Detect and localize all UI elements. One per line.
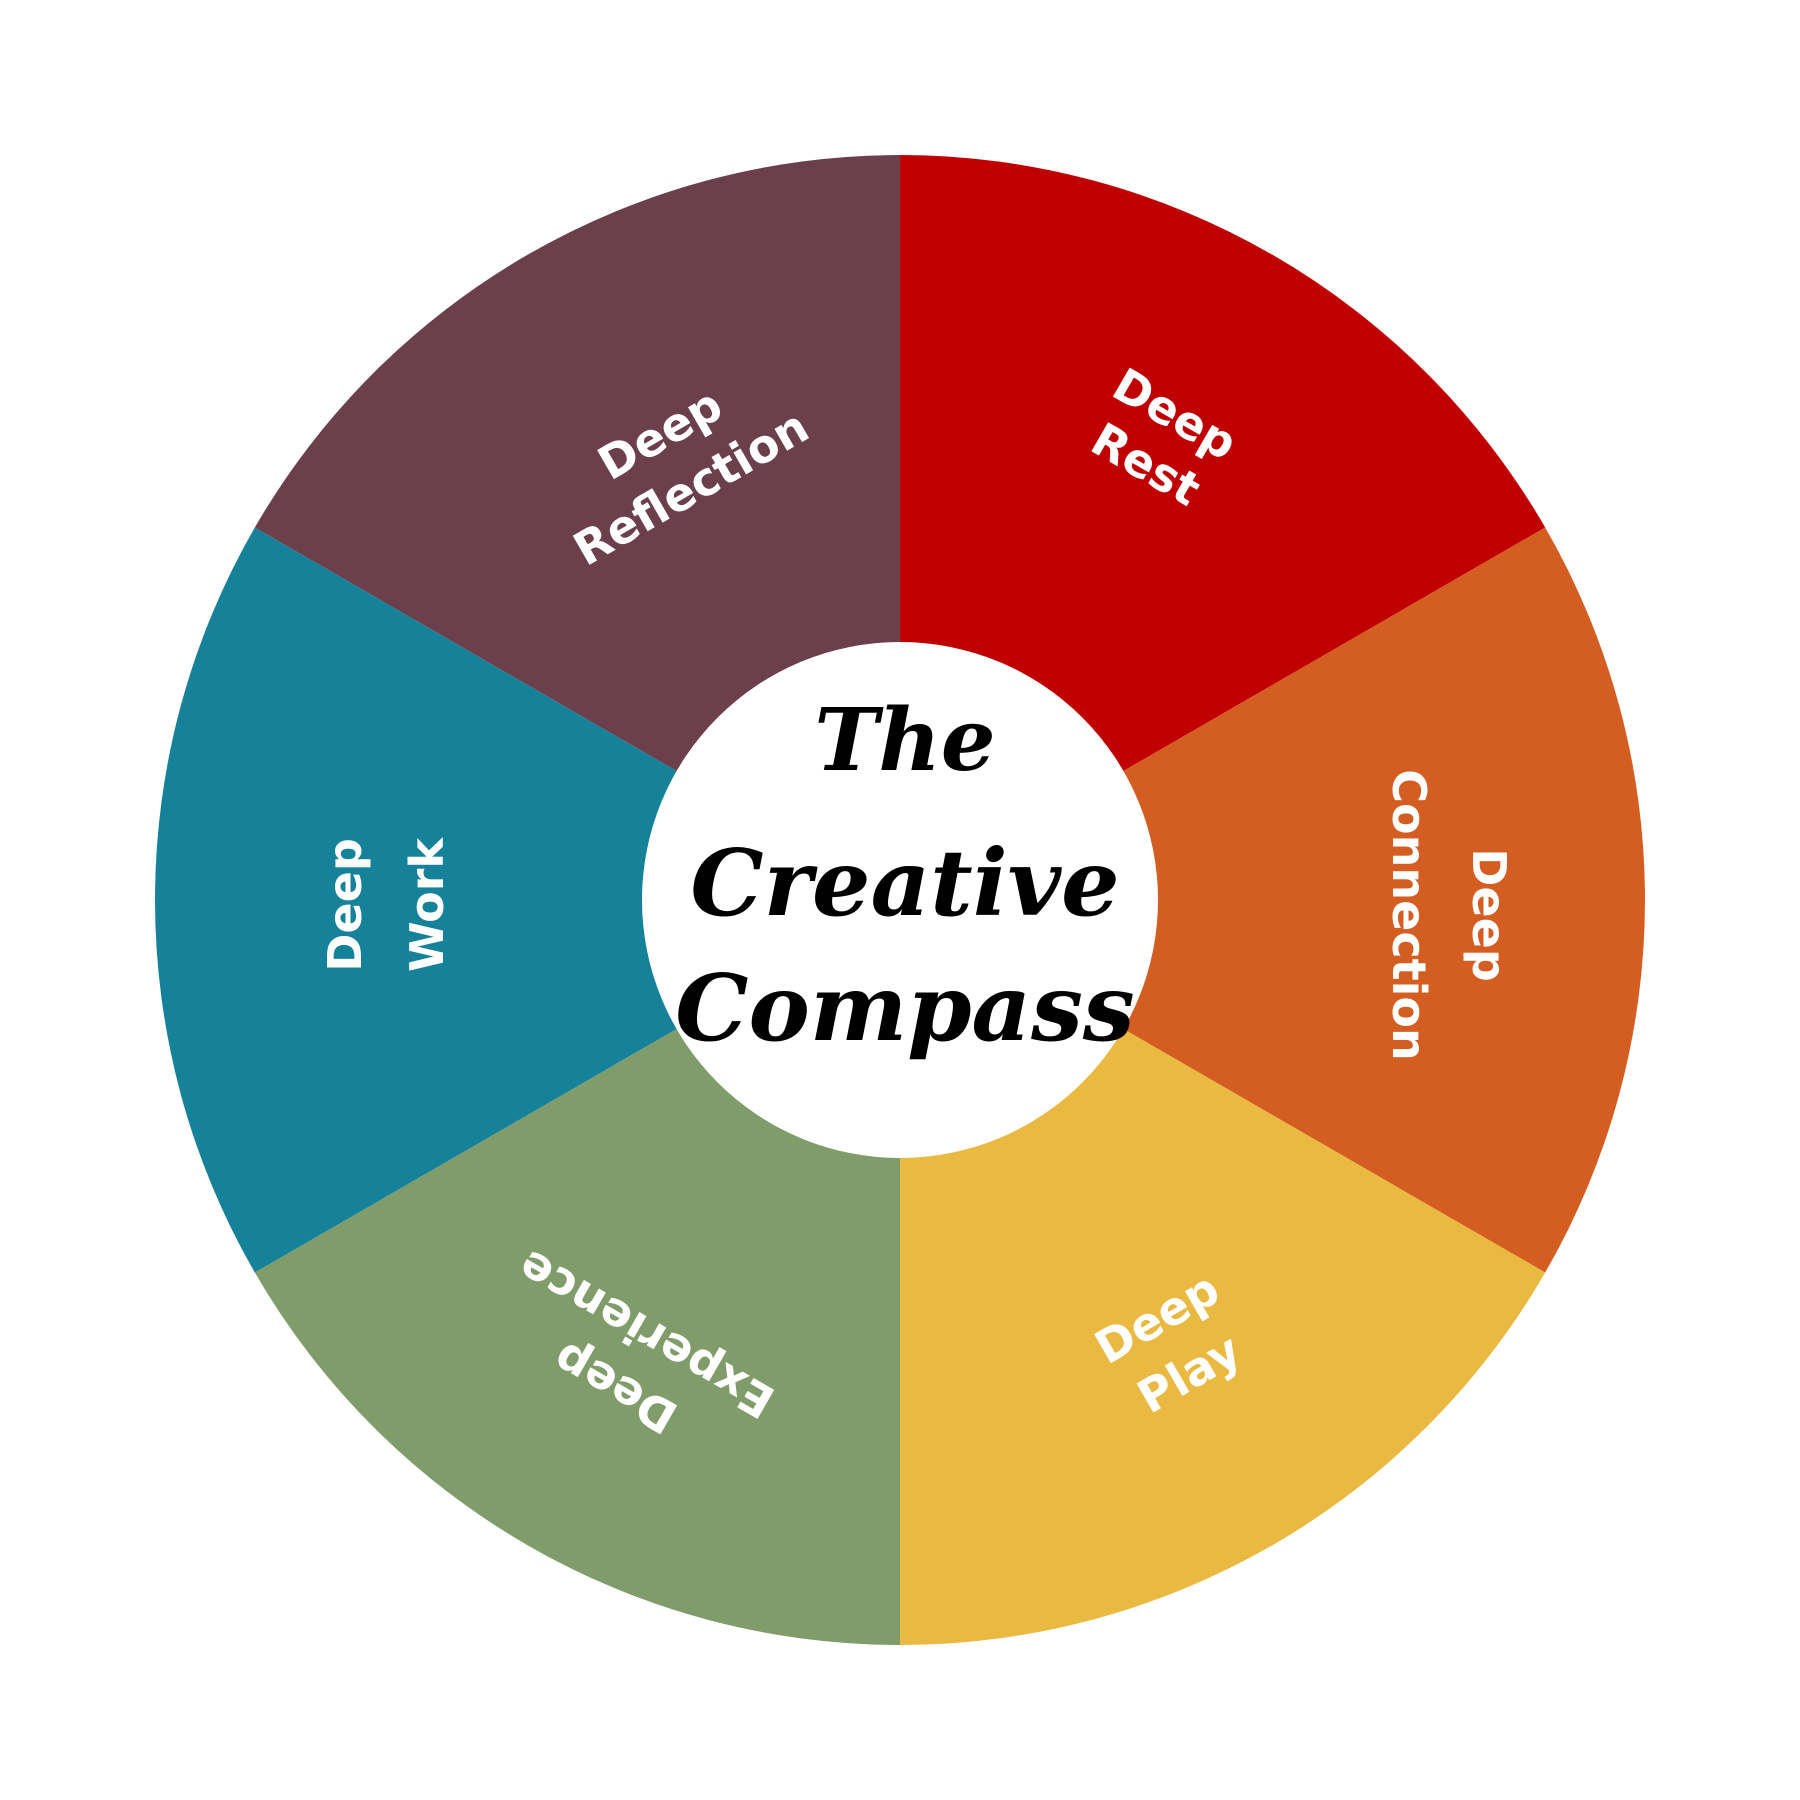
- label-deep-work: Deep Work: [318, 837, 454, 972]
- segment-deep-connection: [900, 527, 1646, 1273]
- center-title-line1: The: [814, 690, 995, 791]
- center-title-line3: Compass: [675, 954, 1134, 1062]
- label-deep-connection-line2: Connection: [1382, 769, 1436, 1060]
- label-deep-connection: Deep Connection: [1382, 769, 1516, 1060]
- label-deep-work-line1: Deep: [318, 838, 372, 972]
- segment-deep-work: [154, 527, 901, 1273]
- center-circle: [642, 642, 1158, 1158]
- label-deep-connection-line1: Deep: [1462, 848, 1516, 982]
- center-title-line2: Creative: [690, 829, 1119, 937]
- label-deep-work-line2: Work: [400, 837, 454, 972]
